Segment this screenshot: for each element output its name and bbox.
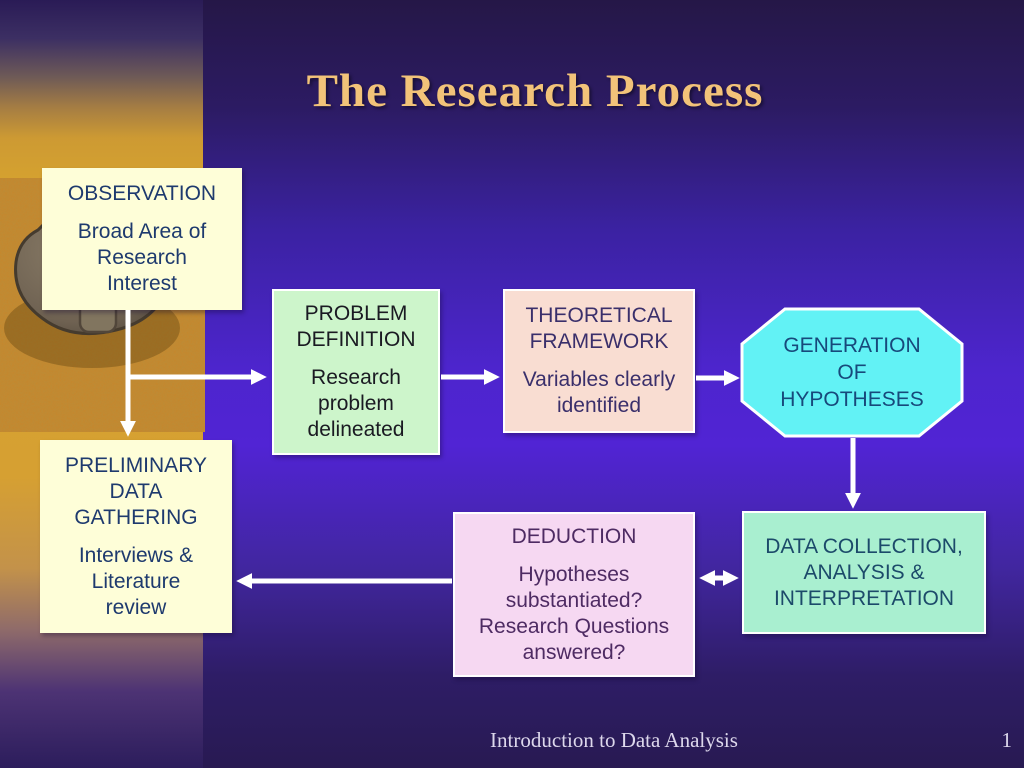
deduction-heading: DEDUCTION bbox=[511, 524, 637, 548]
preliminary-data-gathering-heading: PRELIMINARY DATA GATHERING bbox=[65, 453, 207, 529]
preliminary-data-gathering-body: Interviews & Literature review bbox=[78, 543, 194, 619]
footer: Introduction to Data Analysis 1 bbox=[0, 728, 1024, 758]
observation-heading: OBSERVATION bbox=[67, 182, 217, 205]
preliminary-data-gathering-box: PRELIMINARY DATA GATHERING Interviews & … bbox=[40, 440, 232, 633]
observation-box: OBSERVATION Broad Area of Research Inter… bbox=[42, 168, 242, 310]
problem-definition-body: Research problem delineated bbox=[307, 366, 405, 441]
data-collection-label: DATA COLLECTION, ANALYSIS & INTERPRETATI… bbox=[765, 534, 963, 610]
theoretical-framework-box: THEORETICAL FRAMEWORK Variables clearly … bbox=[503, 289, 695, 433]
problem-definition-heading: PROBLEM DEFINITION bbox=[296, 302, 416, 351]
theoretical-framework-body: Variables clearly identified bbox=[522, 368, 676, 417]
slide-title: The Research Process bbox=[306, 65, 764, 117]
octagon-shape bbox=[740, 307, 964, 438]
generation-of-hypotheses-label: GENERATION OF HYPOTHESES bbox=[780, 334, 924, 411]
observation-body: Broad Area of Research Interest bbox=[77, 220, 207, 295]
page-number: 1 bbox=[1001, 728, 1013, 752]
generation-of-hypotheses-octagon: GENERATION OF HYPOTHESES bbox=[740, 307, 964, 438]
theoretical-framework-heading: THEORETICAL FRAMEWORK bbox=[525, 304, 673, 353]
footer-title: Introduction to Data Analysis bbox=[490, 728, 738, 752]
data-collection-box: DATA COLLECTION, ANALYSIS & INTERPRETATI… bbox=[742, 511, 986, 634]
deduction-body: Hypotheses substantiated? Research Quest… bbox=[478, 562, 670, 664]
deduction-box: DEDUCTION Hypotheses substantiated? Rese… bbox=[453, 512, 695, 677]
problem-definition-box: PROBLEM DEFINITION Research problem deli… bbox=[272, 289, 440, 455]
